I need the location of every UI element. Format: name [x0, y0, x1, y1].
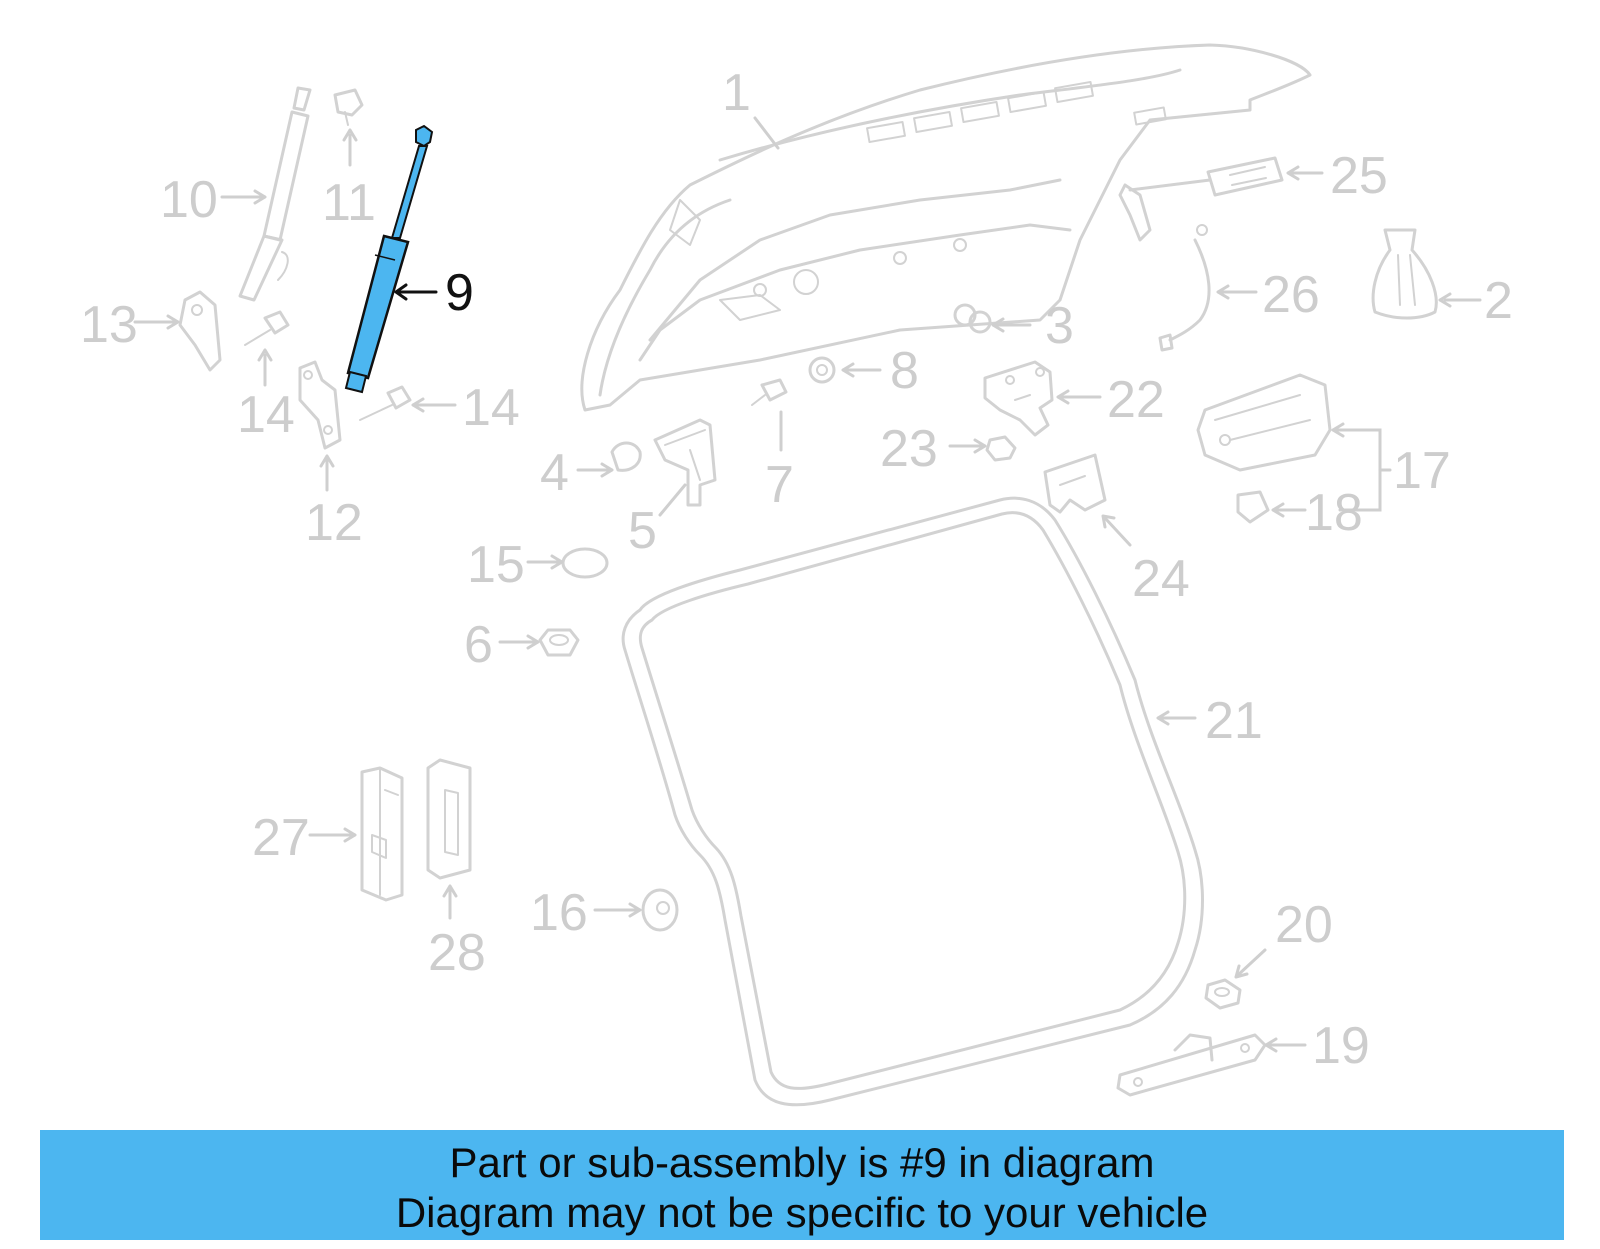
- callout-26: 26: [1262, 266, 1320, 324]
- part-14-bolt-a[interactable]: [244, 310, 290, 346]
- callout-5: 5: [628, 502, 657, 560]
- callout-14b: 14: [462, 379, 520, 437]
- part-10-strut[interactable]: [238, 86, 312, 302]
- callout-13: 13: [80, 296, 138, 354]
- callout-10: 10: [160, 171, 218, 229]
- callout-19: 19: [1312, 1017, 1370, 1075]
- info-banner: Part or sub-assembly is #9 in diagram Di…: [40, 1130, 1564, 1240]
- part-11-ball-stud[interactable]: [333, 88, 364, 126]
- part-28-module[interactable]: [426, 758, 472, 880]
- part-14-bolt-b[interactable]: [359, 385, 412, 421]
- callout-28: 28: [428, 924, 486, 982]
- callout-6: 6: [464, 616, 493, 674]
- callout-4: 4: [540, 444, 569, 502]
- callout-11: 11: [322, 174, 376, 232]
- part-3-bumper-stop[interactable]: [953, 303, 992, 334]
- part-7-bolt[interactable]: [751, 378, 788, 406]
- callout-25: 25: [1330, 147, 1388, 205]
- part-24-bracket[interactable]: [1043, 453, 1107, 514]
- callout-2: 2: [1484, 272, 1513, 330]
- part-26-cable[interactable]: [1158, 224, 1211, 352]
- callout-16: 16: [530, 884, 588, 942]
- parts-diagram: 1 2 3 4 5 6 7 8: [80, 43, 1513, 1107]
- callout-15: 15: [467, 536, 525, 594]
- part-1-liftgate[interactable]: [580, 43, 1312, 412]
- part-16-bumper[interactable]: [641, 888, 679, 932]
- callout-22: 22: [1107, 371, 1165, 429]
- callout-3: 3: [1045, 297, 1074, 355]
- callout-27: 27: [252, 809, 310, 867]
- part-23-nut[interactable]: [985, 435, 1017, 462]
- part-12-bracket[interactable]: [298, 360, 342, 450]
- part-19-striker[interactable]: [1116, 1033, 1267, 1097]
- callout-17: 17: [1393, 442, 1451, 500]
- part-9-lift-support-strut[interactable]: [344, 124, 434, 394]
- callout-24: 24: [1132, 550, 1190, 608]
- part-17-latch[interactable]: [1196, 373, 1332, 472]
- callout-8: 8: [890, 342, 919, 400]
- callout-9: 9: [445, 264, 474, 322]
- banner-line-2: Diagram may not be specific to your vehi…: [395, 1189, 1209, 1236]
- part-2-bumper[interactable]: [1371, 228, 1438, 320]
- part-5-hinge[interactable]: [653, 418, 717, 507]
- part-18-switch[interactable]: [1236, 490, 1270, 524]
- part-20-nut[interactable]: [1204, 978, 1242, 1010]
- callout-12: 12: [305, 494, 363, 552]
- part-22-latch[interactable]: [983, 360, 1054, 437]
- part-13-bracket[interactable]: [178, 290, 222, 372]
- callout-14a: 14: [237, 386, 295, 444]
- callout-23: 23: [880, 420, 938, 478]
- part-4-clip[interactable]: [610, 441, 642, 472]
- part-25-actuator[interactable]: [1118, 156, 1284, 242]
- callout-18: 18: [1305, 484, 1363, 542]
- part-27-module[interactable]: [360, 766, 404, 902]
- callout-21: 21: [1205, 692, 1263, 750]
- part-21-weatherstrip[interactable]: [621, 496, 1204, 1107]
- callout-7: 7: [765, 456, 794, 514]
- callout-20: 20: [1275, 896, 1333, 954]
- part-8-grommet[interactable]: [808, 356, 836, 384]
- part-6-nut[interactable]: [538, 628, 580, 657]
- banner-line-1: Part or sub-assembly is #9 in diagram: [449, 1139, 1155, 1186]
- callout-1: 1: [722, 64, 751, 122]
- part-15-plug[interactable]: [561, 547, 609, 579]
